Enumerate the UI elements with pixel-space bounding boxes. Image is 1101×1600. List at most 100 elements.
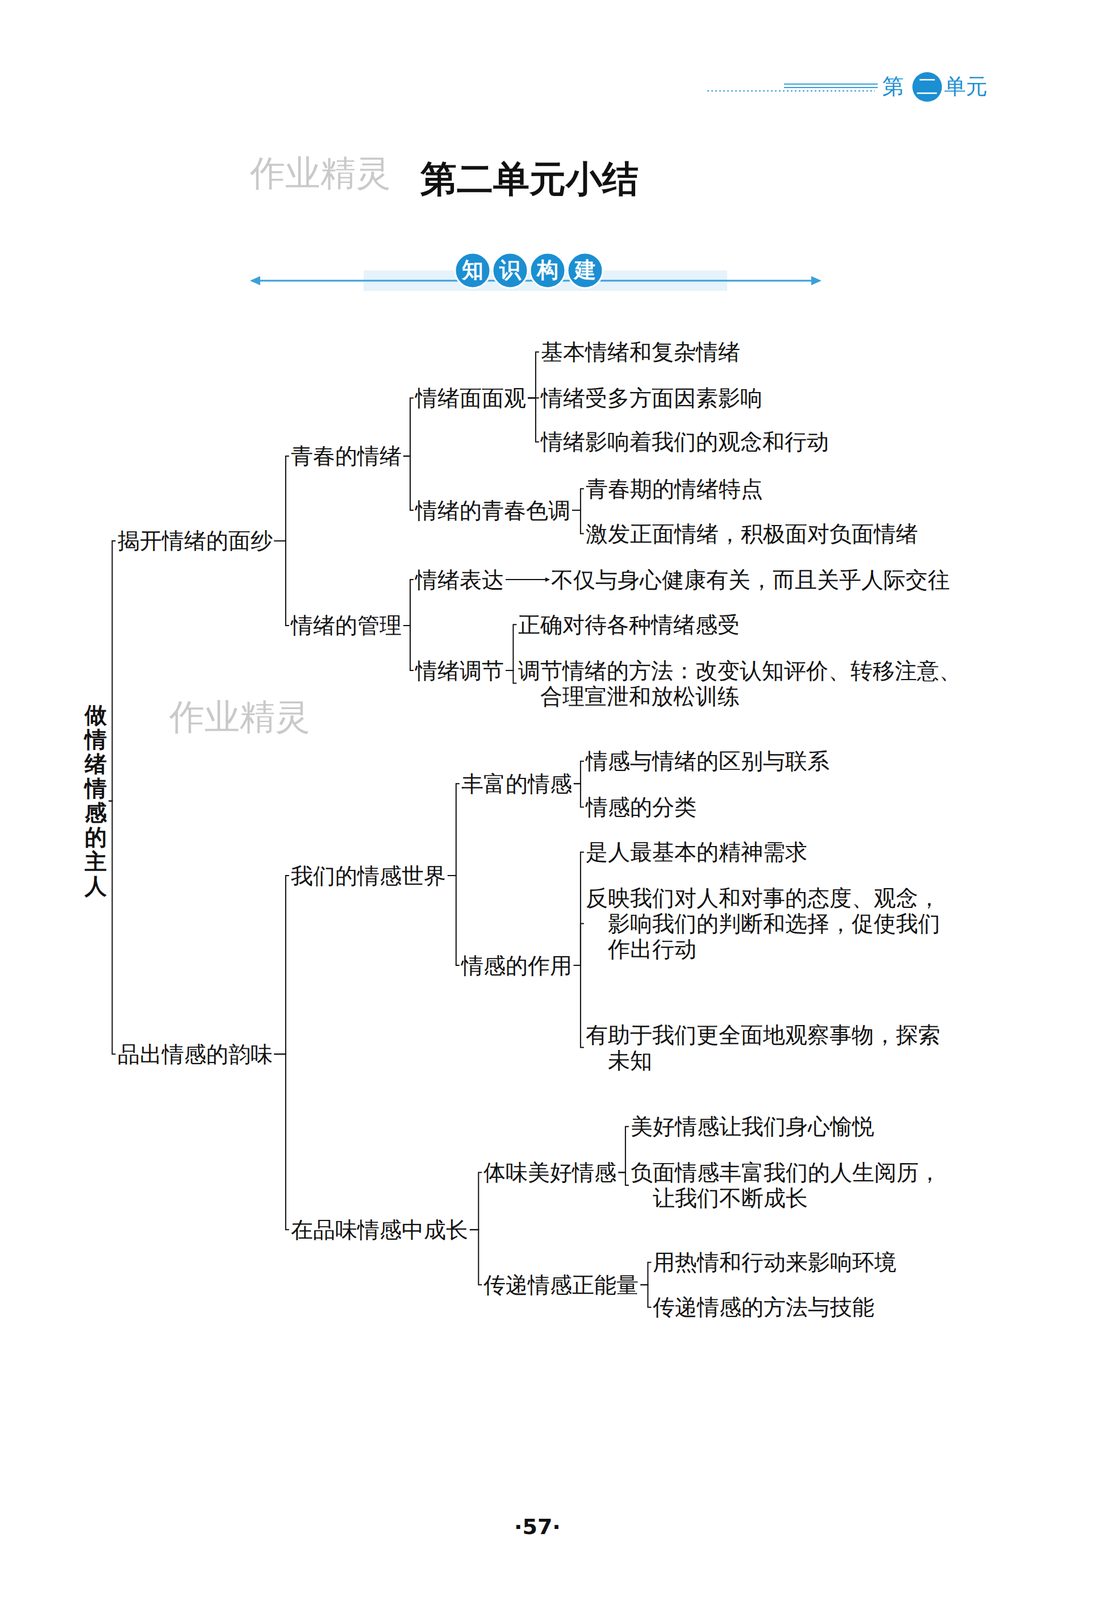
bracket-connector	[108, 801, 116, 1054]
topic-item: 情绪面面观	[415, 385, 527, 411]
bracket-connector	[403, 456, 414, 511]
topic-text: 青春的情绪	[290, 443, 402, 469]
bracket-connector	[572, 510, 585, 534]
watermark: 作业精灵	[249, 152, 391, 195]
root-topic: 做情绪情感的主人	[84, 703, 107, 899]
topic-item: 情绪表达	[415, 566, 504, 593]
topic-item: 传递情感的方法与技能	[652, 1294, 875, 1320]
bracket-connector	[573, 923, 585, 966]
topic-text: 青春期的情绪特点	[585, 476, 763, 502]
bracket-connector	[505, 670, 517, 684]
topic-text: 负面情感丰富我们的人生阅历，让我们不断成长	[630, 1159, 941, 1211]
topic-item: 情感的作用	[461, 952, 573, 979]
topic-text: 美好情感让我们身心愉悦	[630, 1113, 875, 1140]
bracket-connector	[527, 352, 540, 399]
topic-text: 情感与情绪的区别与联系	[585, 748, 830, 774]
topic-text: 情绪面面观	[415, 385, 527, 411]
topic-item: 传递情感正能量	[483, 1272, 639, 1298]
topic-item: 我们的情感世界	[290, 862, 446, 889]
bracket-connector	[403, 625, 414, 671]
rule-arrow	[249, 276, 261, 286]
bracket-connector	[640, 1262, 652, 1286]
arrow-connector	[505, 578, 550, 581]
section-heading: 知识构建	[461, 257, 612, 284]
topic-item: 是人最基本的精神需求	[585, 839, 808, 865]
unit-title: 第二单元小结	[420, 154, 639, 204]
bracket-connector	[618, 1172, 629, 1186]
topic-text: 基本情绪和复杂情绪	[540, 339, 741, 365]
bracket-connector	[403, 579, 414, 626]
topic-text: 情感的作用	[461, 952, 573, 979]
bracket-connector	[108, 540, 116, 802]
bracket-connector	[573, 761, 585, 784]
topic-item: 情绪的青春色调	[415, 497, 571, 524]
bracket-connector	[447, 875, 460, 966]
unit-number: 二	[916, 73, 938, 100]
topic-text: 做情绪情感的主人	[84, 702, 107, 899]
topic-item: 体味美好情感	[483, 1159, 617, 1186]
topic-text: 品出情感的韵味	[117, 1041, 273, 1067]
topic-text: 情绪调节	[415, 657, 504, 684]
topic-item: 揭开情绪的面纱	[117, 527, 273, 554]
bracket-connector	[469, 1172, 482, 1230]
header-rule	[707, 72, 942, 102]
bracket-connector	[403, 397, 414, 456]
topic-text: 正确对待各种情绪感受	[518, 611, 740, 638]
topic-text: 情绪的青春色调	[415, 497, 571, 524]
bracket-connector	[527, 397, 540, 442]
section-banner	[249, 252, 822, 291]
topic-text: 情感的分类	[585, 794, 697, 820]
bracket-connector	[274, 456, 290, 541]
rule-line	[783, 86, 878, 89]
topic-item: 有助于我们更全面地观察事物，探索未知	[585, 1022, 952, 1074]
watermark: 作业精灵	[169, 695, 311, 738]
topic-item: 情绪调节	[415, 657, 504, 684]
topic-text: 在品味情感中成长	[290, 1216, 469, 1243]
bracket-connector	[573, 852, 585, 966]
topic-item: 情绪影响着我们的观念和行动	[540, 428, 829, 455]
topic-item: 反映我们对人和对事的态度、观念，影响我们的判断和选择，促使我们作出行动	[585, 885, 952, 962]
unit-header: 第	[882, 73, 904, 100]
topic-item: 情绪受多方面因素影响	[540, 385, 763, 411]
topic-text: 丰富的情感	[461, 770, 573, 797]
topic-item: 不仅与身心健康有关，而且关乎人际交往	[551, 566, 950, 593]
topic-text: 用热情和行动来影响环境	[652, 1249, 897, 1275]
page-number: ·57·	[514, 1514, 561, 1541]
topic-text: 传递情感的方法与技能	[652, 1294, 875, 1320]
topic-item: 在品味情感中成长	[290, 1216, 469, 1243]
bracket-connector	[618, 1126, 629, 1173]
bracket-connector	[447, 783, 460, 876]
topic-text: 揭开情绪的面纱	[117, 527, 273, 554]
dotted-rule	[707, 90, 875, 92]
topic-text: 调节情绪的方法：改变认知评价、转移注意、合理宣泄和放松训练	[518, 657, 962, 710]
topic-text: 情绪的管理	[290, 612, 402, 638]
topic-text: 情绪影响着我们的观念和行动	[540, 428, 829, 455]
number-circle	[912, 72, 942, 102]
rule-line	[783, 83, 878, 85]
topic-item: 调节情绪的方法：改变认知评价、转移注意、合理宣泄和放松训练	[518, 657, 973, 710]
topic-text: 反映我们对人和对事的态度、观念，影响我们的判断和选择，促使我们作出行动	[585, 885, 941, 962]
topic-item: 激发正面情绪，积极面对负面情绪	[585, 520, 919, 547]
topic-text: 情绪受多方面因素影响	[540, 385, 763, 411]
topic-item: 情感的分类	[585, 794, 697, 820]
topic-item: 品出情感的韵味	[117, 1041, 273, 1067]
topic-item: 青春的情绪	[290, 443, 402, 469]
topic-text: 情绪表达	[415, 566, 504, 593]
unit-header: 单元	[944, 73, 988, 100]
bracket-connector	[274, 540, 290, 626]
topic-text: 是人最基本的精神需求	[585, 839, 808, 865]
topic-text: 传递情感正能量	[483, 1272, 639, 1298]
topic-item: 青春期的情绪特点	[585, 476, 763, 502]
topic-item: 用热情和行动来影响环境	[652, 1249, 897, 1275]
bracket-connector	[505, 624, 517, 671]
topic-text: 体味美好情感	[483, 1159, 617, 1186]
bracket-connector	[274, 875, 290, 1054]
bracket-connector	[573, 965, 585, 1048]
topic-item: 美好情感让我们身心愉悦	[630, 1113, 875, 1140]
topic-item: 丰富的情感	[461, 770, 573, 797]
topic-item: 情感与情绪的区别与联系	[585, 748, 830, 774]
topic-text: 我们的情感世界	[290, 862, 446, 889]
topic-item: 正确对待各种情绪感受	[518, 611, 740, 638]
